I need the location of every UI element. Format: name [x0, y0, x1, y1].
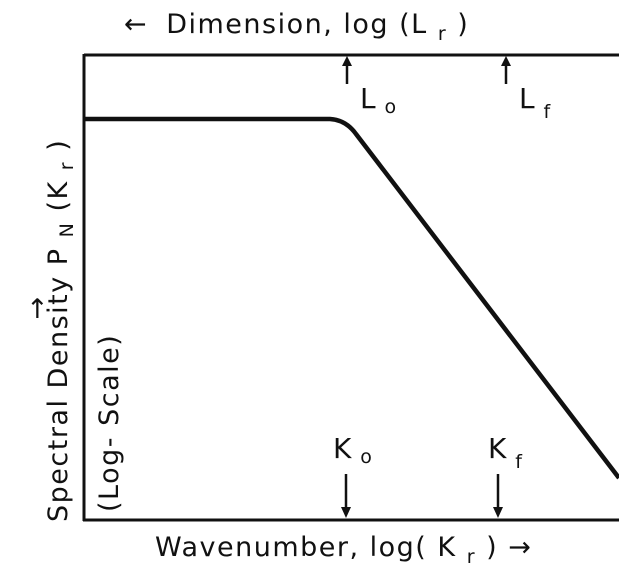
y-axis-scale-note: (Log- Scale)	[94, 334, 125, 512]
plot-frame	[82, 53, 619, 522]
lo-marker-arrowhead-icon	[342, 56, 352, 66]
lf-marker-arrowhead-icon	[501, 56, 511, 66]
kf-marker-arrowhead-icon	[493, 507, 503, 518]
top-axis-title: ← Dimension, log (L r )	[124, 9, 469, 47]
top-axis-arrow-icon: ←	[124, 9, 148, 40]
ko-label: K o	[333, 432, 372, 468]
ko-marker: K o	[333, 432, 372, 518]
y-axis-arrow-icon: ↑	[26, 294, 50, 325]
lf-label: L f	[519, 82, 552, 123]
kf-marker: K f	[488, 432, 523, 518]
kf-label: K f	[488, 432, 523, 473]
bottom-axis-title: Wavenumber, log( K r ) →	[155, 532, 532, 569]
lo-label: L o	[360, 82, 396, 118]
lo-marker: L o	[342, 56, 396, 118]
bottom-axis-arrow-icon: →	[508, 532, 532, 563]
lf-marker: L f	[501, 56, 552, 123]
ko-marker-arrowhead-icon	[341, 507, 351, 518]
spectrum-curve	[84, 116, 619, 480]
y-axis-title: Spectral Density P N (K r )	[43, 139, 80, 522]
